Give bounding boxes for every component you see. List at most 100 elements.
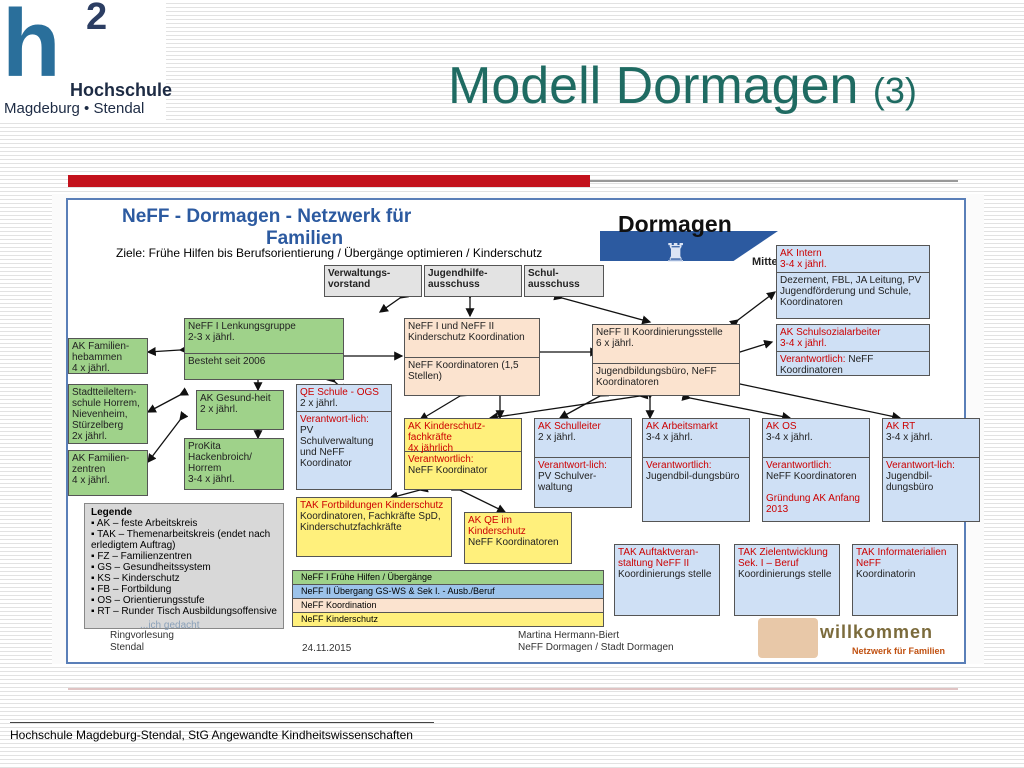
- box-label: Schul-ausschuss: [528, 268, 580, 290]
- box-body: Verantwortlich:Jugendbil-dungsbüro: [646, 460, 740, 482]
- logo-location: Magdeburg • Stendal: [4, 100, 145, 117]
- legend-item: ▪ OS – Orientierungsstufe: [91, 595, 205, 606]
- box-body: Verantwortlich:NeFF Koordinator: [408, 454, 488, 476]
- legend-item: ▪ AK – feste Arbeitskreis: [91, 518, 198, 529]
- color-key-row: NeFF I Frühe Hilfen / Übergänge: [292, 570, 604, 585]
- slide-footer-date: 24.11.2015: [302, 643, 352, 654]
- box-body: NeFF Koordinatoren (1,5 Stellen): [408, 360, 519, 382]
- watermark-text: ...ich gedacht: [140, 620, 200, 631]
- legend-item: ▪ FB – Fortbildung: [91, 584, 172, 595]
- box-label: Jugendhilfe-ausschuss: [428, 268, 488, 290]
- box-title: NeFF I und NeFF II Kinderschutz Koordina…: [405, 319, 539, 358]
- box-body: Besteht seit 2006: [188, 356, 266, 367]
- box-neff-kinderschutz-koordination: NeFF I und NeFF II Kinderschutz Koordina…: [404, 318, 540, 396]
- box-schulausschuss: Schul-ausschuss: [524, 265, 604, 297]
- legend-item: ▪ TAK – Themenarbeitskreis (endet nach e…: [91, 529, 271, 551]
- footer-rule: [10, 722, 434, 723]
- title-number: (3): [872, 70, 917, 111]
- page-footer: Hochschule Magdeburg-Stendal, StG Angewa…: [10, 728, 413, 742]
- color-key-row: NeFF Kinderschutz: [292, 613, 604, 627]
- city-name: Dormagen: [618, 211, 732, 237]
- page-title: Modell Dormagen (3): [448, 56, 917, 116]
- diagram-title: NeFF - Dormagen - Netzwerk für: [122, 206, 412, 227]
- diagram-subtitle: Ziele: Frühe Hilfen bis Berufsorientieru…: [116, 246, 543, 260]
- legend-item: ▪ FZ – Familienzentren: [91, 551, 192, 562]
- logo-letter: h: [2, 0, 61, 97]
- logo-name: Hochschule: [70, 80, 173, 100]
- family-photo: [758, 618, 818, 658]
- legend: Legende ▪ AK – feste Arbeitskreis ▪ TAK …: [84, 503, 284, 629]
- legend-title: Legende: [91, 507, 133, 518]
- welcome-text: willkommen: [820, 622, 934, 642]
- box-jugendhilfeausschuss: Jugendhilfe-ausschuss: [424, 265, 522, 297]
- accent-bar: [68, 175, 590, 187]
- color-key-row: NeFF Koordination: [292, 599, 604, 613]
- welcome-subtext: Netzwerk für Familien: [852, 646, 946, 656]
- legend-item: ▪ GS – Gesundheitssystem: [91, 562, 211, 573]
- legend-item: ▪ RT – Runder Tisch Ausbildungsoffensive: [91, 606, 277, 617]
- box-body: Verantwort-lich:PV Schulver-waltung: [538, 460, 607, 493]
- diagram-title-line2: Familien: [266, 228, 344, 249]
- box-body: Dezernent, FBL, JA Leitung, PV Jugendför…: [780, 275, 922, 308]
- color-key: NeFF I Frühe Hilfen / Übergänge NeFF II …: [292, 570, 604, 627]
- divider: [590, 180, 958, 182]
- box-body: Verantwortlich: NeFF Koordinatoren: [780, 354, 874, 376]
- box-stadtteilelternschule: Stadtteileltern-schule Horrem, Nievenhei…: [68, 384, 148, 444]
- university-logo: h 2 Hochschule Magdeburg • Stendal: [0, 0, 172, 120]
- divider: [68, 688, 958, 690]
- logo-superscript: 2: [86, 0, 108, 38]
- crest-icon: ♜: [664, 238, 688, 268]
- box-text: Stadtteileltern-schule Horrem, Nievenhei…: [72, 387, 140, 442]
- legend-item: ▪ KS – Kinderschutz: [91, 573, 180, 584]
- box-body: Jugendbildungsbüro, NeFF Koordinatoren: [596, 366, 717, 388]
- box-label: Verwaltungs-vorstand: [328, 268, 391, 290]
- title-text: Modell Dormagen: [448, 57, 859, 115]
- color-key-row: NeFF II Übergang GS-WS & Sek I. - Ausb./…: [292, 585, 604, 599]
- box-body: Verantwort-lich:Jugendbil-dungsbüro: [886, 460, 955, 493]
- box-body: Verantwort-lich:PV Schulverwaltung und N…: [300, 414, 374, 469]
- box-verwaltungsvorstand: Verwaltungs-vorstand: [324, 265, 422, 297]
